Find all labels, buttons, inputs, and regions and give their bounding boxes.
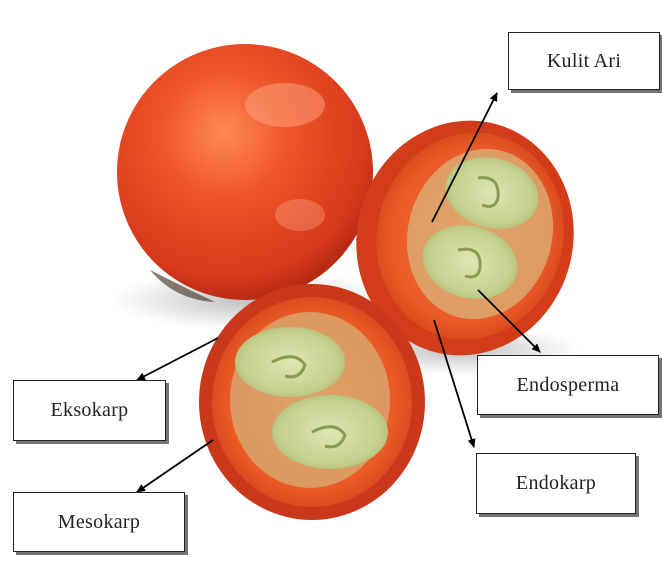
label-endokarp: Endokarp	[476, 453, 636, 514]
label-mesokarp: Mesokarp	[13, 492, 185, 552]
whole-fruit	[117, 44, 373, 302]
bottom-cut-half	[199, 284, 425, 520]
label-endosperma: Endosperma	[477, 355, 659, 415]
label-eksokarp: Eksokarp	[13, 380, 166, 441]
label-kulit-ari: Kulit Ari	[508, 32, 660, 90]
